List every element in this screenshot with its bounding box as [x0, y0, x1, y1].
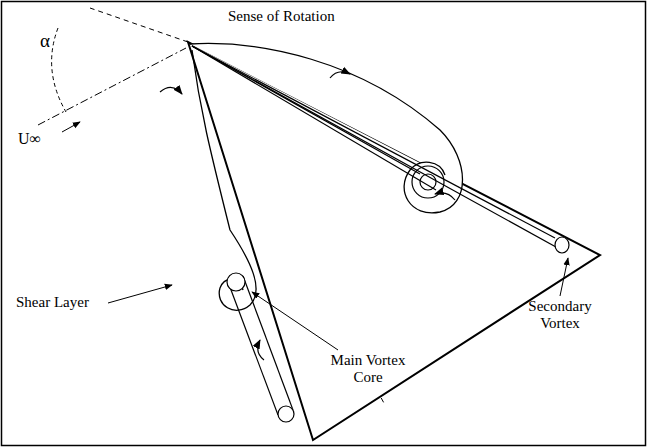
vortex-core-label: Main Vortex Core: [318, 352, 418, 387]
shear-layer-label: Shear Layer: [16, 294, 89, 311]
angle-symbol: α: [40, 30, 50, 52]
secondary-vortex-label: Secondary Vortex: [510, 298, 610, 333]
rotation-label: Sense of Rotation: [228, 8, 335, 25]
freestream-label: U∞: [18, 130, 41, 148]
